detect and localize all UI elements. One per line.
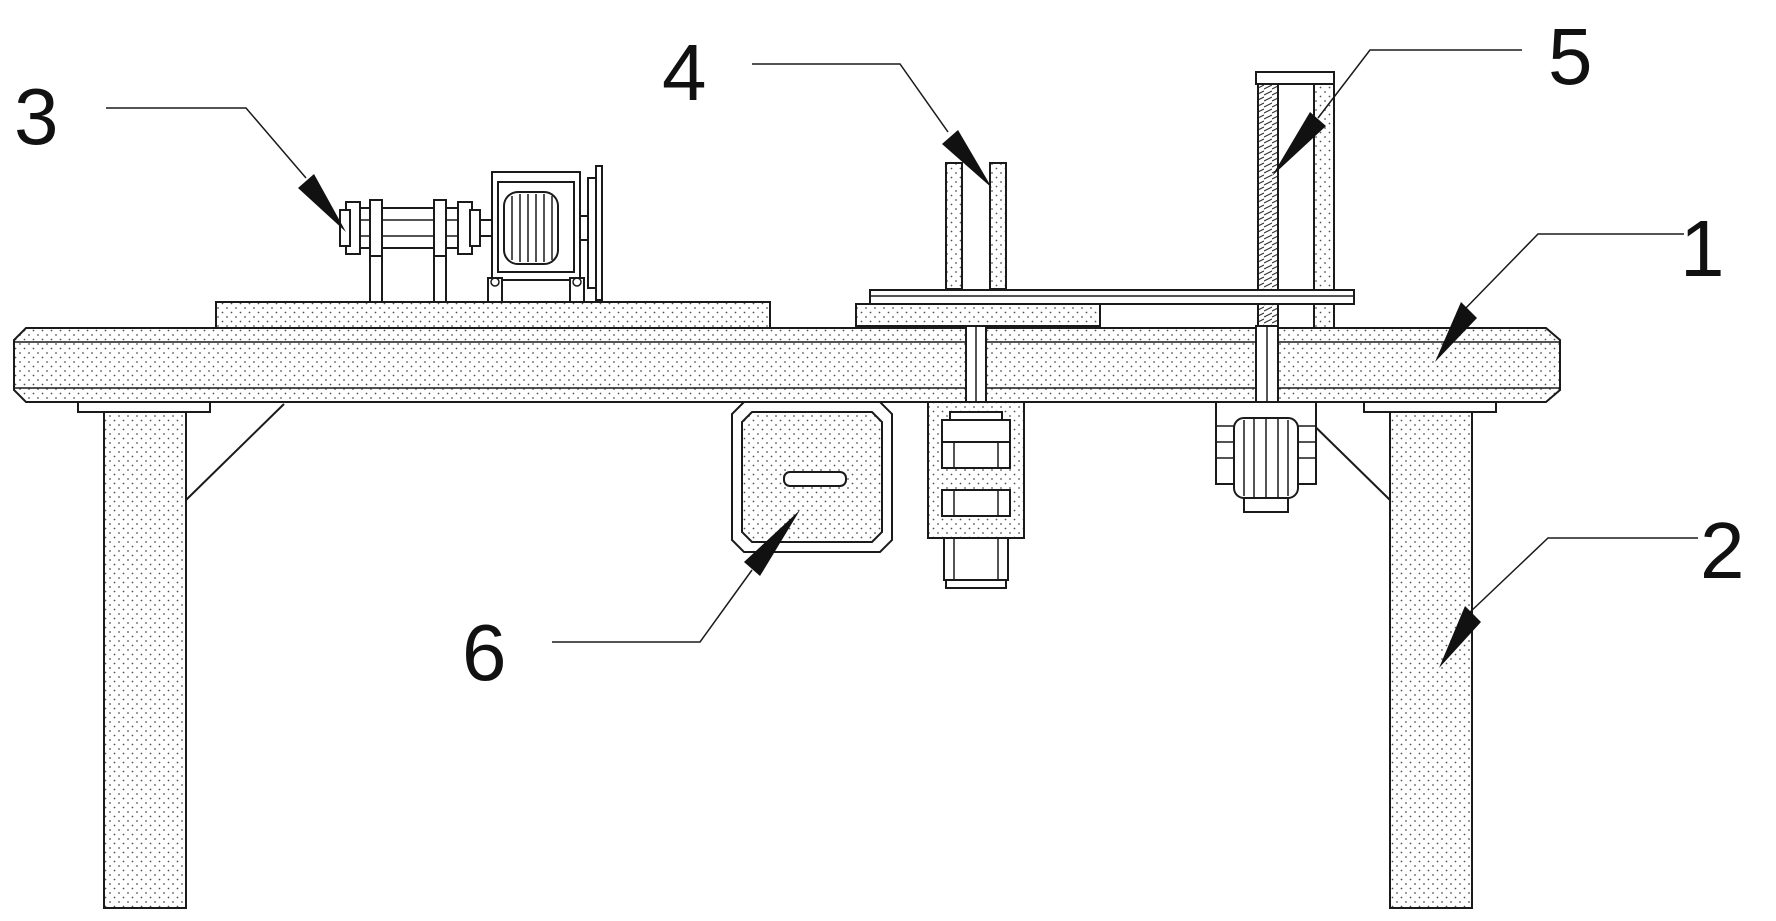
screw-upright	[1255, 71, 1335, 329]
callout-3: 3	[14, 72, 346, 232]
callout-label-3: 3	[14, 72, 59, 161]
callout-label-4: 4	[662, 28, 707, 117]
screw-shaft	[1255, 325, 1279, 407]
callout-label-6: 6	[462, 608, 507, 697]
callout-1: 1	[1435, 204, 1725, 362]
callout-6: 6	[462, 510, 800, 697]
callout-5: 5	[1272, 12, 1593, 176]
drawer-box	[731, 401, 893, 553]
tabletop	[13, 327, 1561, 403]
table-leg-right	[1291, 399, 1497, 909]
callout-label-5: 5	[1548, 12, 1593, 101]
base-plate-left	[215, 301, 771, 329]
callout-label-1: 1	[1680, 204, 1725, 293]
winding-unit	[339, 165, 603, 303]
center-shaft	[965, 325, 987, 415]
callout-label-2: 2	[1700, 506, 1745, 595]
callout-4: 4	[662, 28, 992, 188]
guide-plates	[945, 162, 1007, 290]
table-leg-left	[77, 399, 285, 909]
callout-2: 2	[1439, 506, 1745, 668]
cylinder-assembly	[927, 401, 1025, 589]
lift-plate	[855, 289, 1355, 327]
screw-motor	[1215, 401, 1317, 513]
